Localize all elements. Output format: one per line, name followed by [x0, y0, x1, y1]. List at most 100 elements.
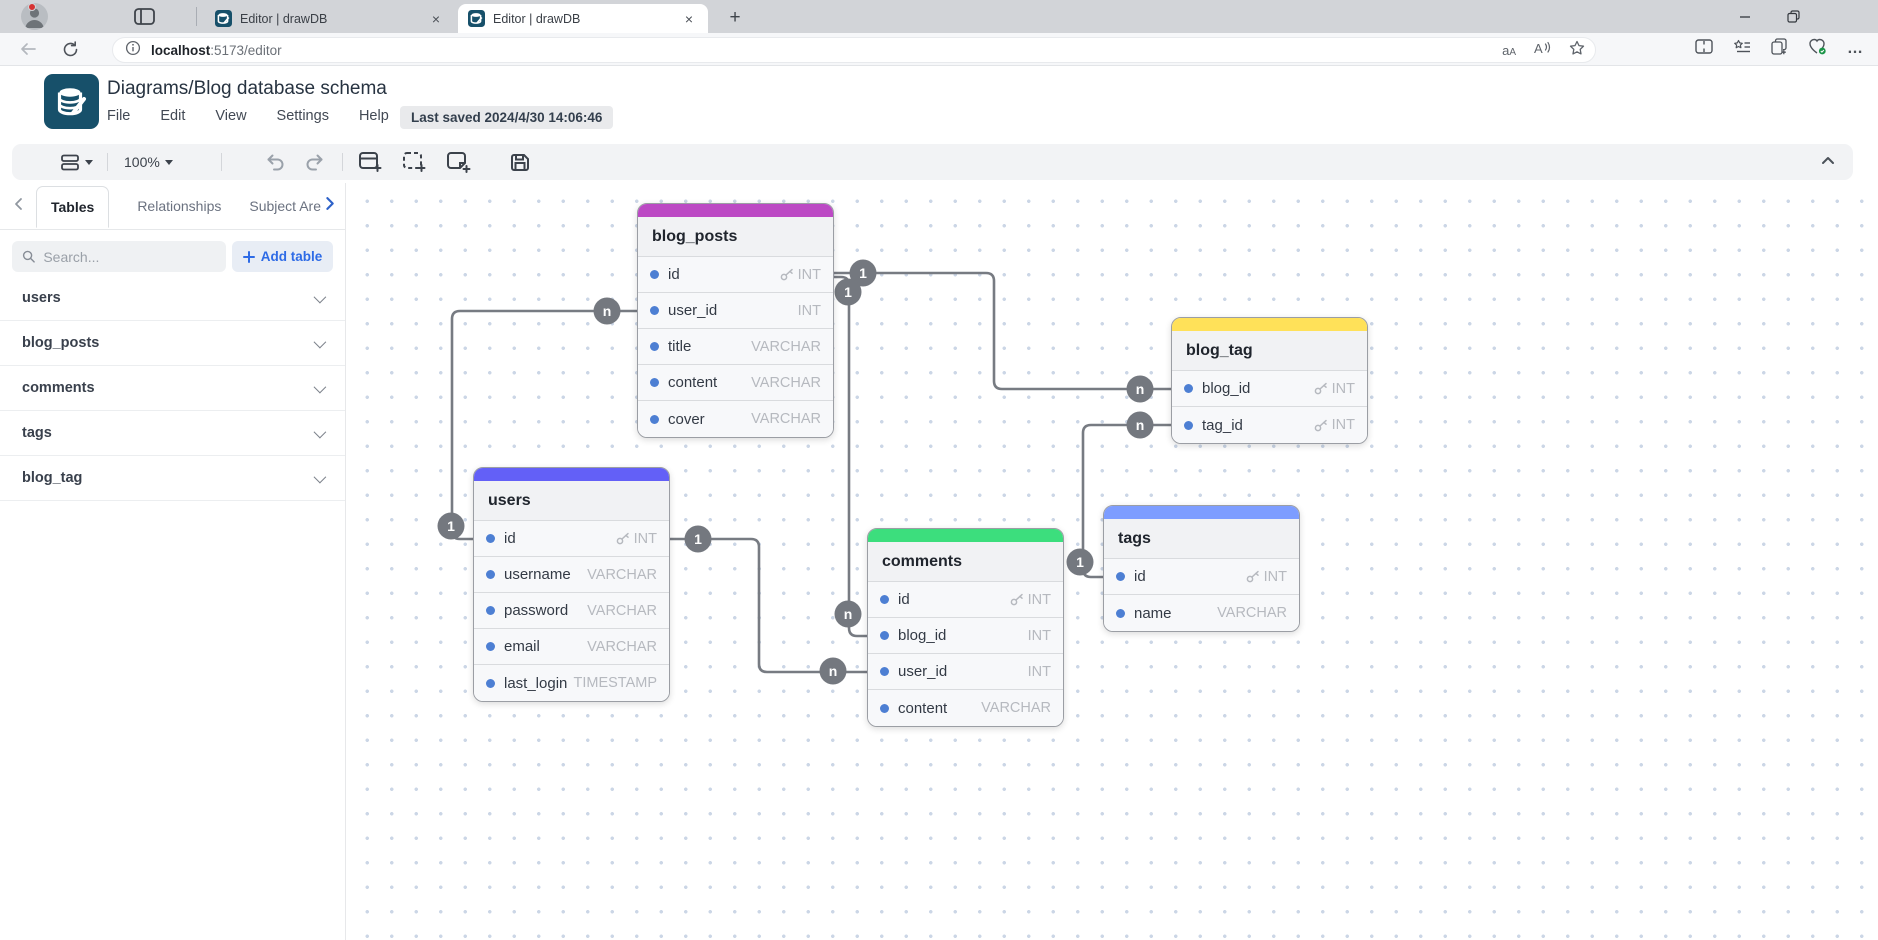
- add-note-button[interactable]: [445, 150, 471, 174]
- relationship-blog_tag_tag_id_tags_id[interactable]: [1081, 423, 1171, 579]
- close-icon[interactable]: ×: [684, 10, 694, 27]
- field-handle-dot[interactable]: [486, 678, 495, 688]
- field-handle-dot[interactable]: [1116, 572, 1125, 581]
- split-screen-icon[interactable]: [1695, 39, 1713, 59]
- browser-tab-2[interactable]: Editor | drawDB ×: [458, 4, 708, 33]
- relationship-blog_tag_blog_id_blog_posts_id[interactable]: [834, 271, 1171, 391]
- sidebar-table-item-blog_tag[interactable]: blog_tag: [0, 456, 345, 501]
- field-handle-dot[interactable]: [486, 534, 495, 543]
- sidebar-table-item-tags[interactable]: tags: [0, 411, 345, 456]
- field-handle-dot[interactable]: [486, 570, 495, 579]
- field-handle-dot[interactable]: [880, 595, 889, 604]
- table-search[interactable]: [12, 241, 226, 272]
- sidebar-table-item-comments[interactable]: comments: [0, 366, 345, 411]
- field-handle-dot[interactable]: [650, 414, 659, 424]
- restore-button[interactable]: [1770, 0, 1816, 33]
- field-handle-dot[interactable]: [1116, 608, 1125, 618]
- chevron-down-icon[interactable]: [313, 290, 327, 303]
- refresh-icon[interactable]: [56, 35, 84, 63]
- tab-relationships[interactable]: Relationships: [137, 198, 222, 214]
- tab-tables[interactable]: Tables: [36, 185, 110, 228]
- zoom-dropdown[interactable]: 100%: [124, 154, 173, 170]
- field-handle-dot[interactable]: [880, 631, 889, 640]
- favorite-star-icon[interactable]: [1569, 40, 1585, 61]
- menu-edit[interactable]: Edit: [160, 108, 186, 124]
- menu-settings[interactable]: Settings: [276, 108, 329, 124]
- add-table-button[interactable]: [357, 150, 383, 174]
- header-layout-button[interactable]: [60, 153, 93, 172]
- menu-view[interactable]: View: [215, 108, 247, 124]
- workspaces-icon[interactable]: [132, 7, 158, 32]
- minimize-button[interactable]: [1722, 0, 1768, 33]
- field-handle-dot[interactable]: [486, 606, 495, 615]
- address-bar[interactable]: localhost:5173/editor aA A: [112, 37, 1596, 63]
- field-handle-dot[interactable]: [1184, 420, 1193, 430]
- site-info-icon[interactable]: [125, 40, 141, 61]
- menu-help[interactable]: Help: [358, 108, 389, 124]
- undo-button[interactable]: [264, 152, 286, 172]
- field-handle-dot[interactable]: [486, 642, 495, 651]
- redo-button[interactable]: [304, 152, 326, 172]
- diagram-title[interactable]: Diagrams/Blog database schema: [107, 78, 387, 99]
- chevron-down-icon[interactable]: [313, 470, 327, 483]
- field-handle-dot[interactable]: [880, 667, 889, 676]
- back-icon[interactable]: [14, 35, 42, 63]
- menu-file[interactable]: File: [107, 108, 131, 124]
- field-handle-dot[interactable]: [880, 703, 889, 713]
- collections-icon[interactable]: [1733, 39, 1751, 60]
- field-handle-dot[interactable]: [650, 378, 659, 387]
- tabs-scroll-right-icon[interactable]: [322, 196, 337, 216]
- browser-tab-1[interactable]: Editor | drawDB ×: [205, 4, 455, 33]
- add-table-sidebar-button[interactable]: Add table: [232, 241, 333, 272]
- collapse-toolbar-button[interactable]: [1819, 152, 1837, 175]
- relationship-comments_blog_id_blog_posts_id[interactable]: [834, 275, 867, 638]
- search-input[interactable]: [43, 248, 216, 265]
- new-tab-button[interactable]: +: [729, 7, 741, 28]
- save-button[interactable]: [509, 152, 531, 173]
- copy-add-icon[interactable]: [1771, 38, 1788, 60]
- add-area-button[interactable]: [401, 150, 427, 174]
- settings-menu-icon[interactable]: …: [1847, 40, 1864, 57]
- sidebar-table-item-users[interactable]: users: [0, 276, 345, 321]
- field-handle-dot[interactable]: [1184, 384, 1193, 393]
- browser-essentials-icon[interactable]: [1808, 38, 1827, 60]
- field-handle-dot[interactable]: [650, 342, 659, 351]
- relationship-blog_posts_user_id_users_id[interactable]: [450, 309, 637, 541]
- relationship-comments_user_id_users_id[interactable]: [670, 537, 867, 674]
- chevron-down-icon[interactable]: [313, 335, 327, 348]
- chevron-down-icon[interactable]: [313, 380, 327, 393]
- field-handle-dot[interactable]: [650, 270, 659, 279]
- read-aloud-icon[interactable]: A: [1534, 41, 1551, 60]
- field-handle-dot[interactable]: [650, 306, 659, 315]
- url-text[interactable]: localhost:5173/editor: [151, 43, 282, 58]
- tab-subject-areas[interactable]: Subject Are: [249, 198, 321, 214]
- close-icon[interactable]: ×: [431, 10, 441, 27]
- sidebar-table-item-blog_posts[interactable]: blog_posts: [0, 321, 345, 366]
- tabs-scroll-left-icon[interactable]: [12, 197, 26, 216]
- translate-icon[interactable]: aA: [1502, 42, 1516, 58]
